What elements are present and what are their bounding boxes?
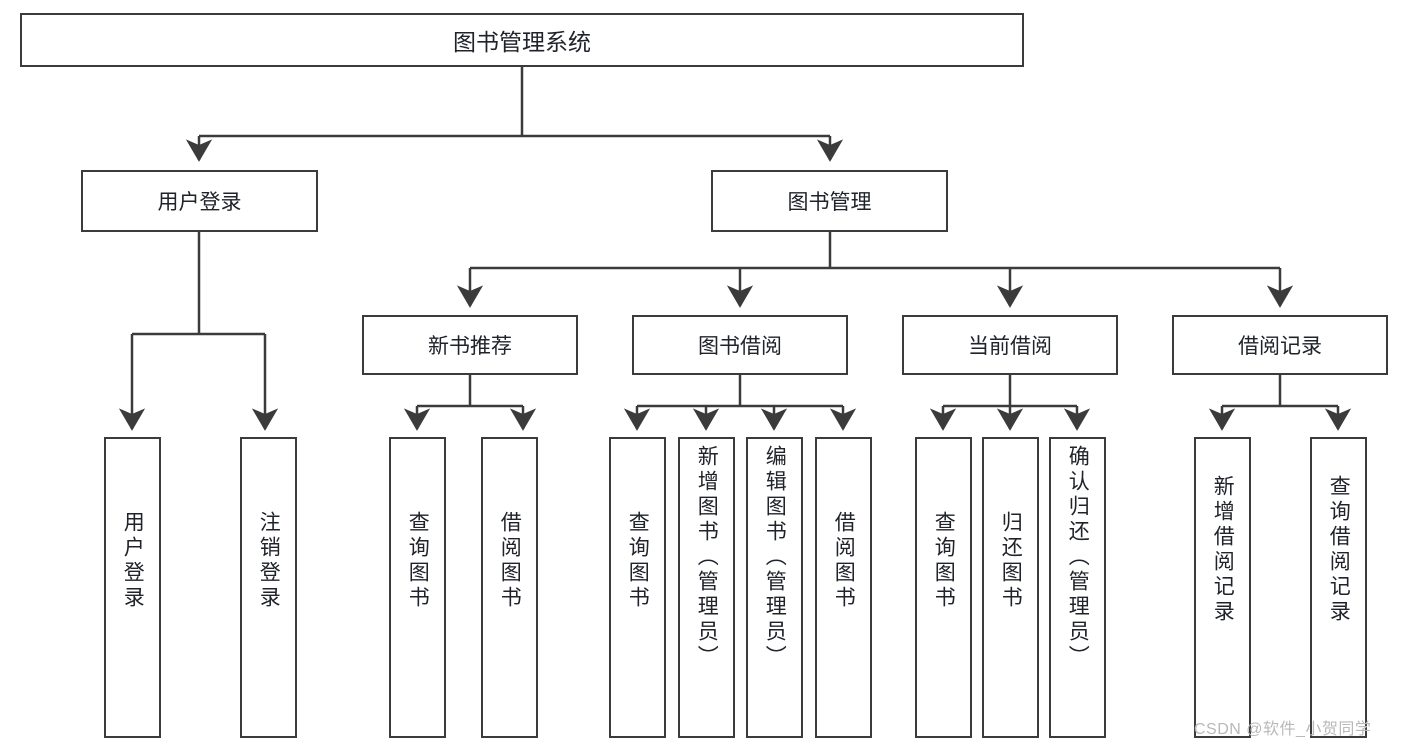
node-label: 新书推荐: [428, 335, 512, 358]
leaf-label: 借阅图书: [498, 511, 522, 611]
leaf-query-book-1[interactable]: 查询图书: [389, 437, 446, 738]
leaf-label: 确认归还（管理员）: [1066, 445, 1090, 670]
node-current-borrow[interactable]: 当前借阅: [902, 315, 1118, 375]
leaf-label: 查询图书: [626, 511, 650, 611]
leaf-logout[interactable]: 注销登录: [240, 437, 297, 738]
node-label: 图书管理: [787, 191, 872, 214]
leaf-label: 新增图书（管理员）: [695, 445, 719, 670]
leaf-return-book[interactable]: 归还图书: [982, 437, 1039, 738]
leaf-add-book-admin[interactable]: 新增图书（管理员）: [678, 437, 735, 738]
node-label: 借阅记录: [1238, 335, 1322, 358]
node-label: 当前借阅: [968, 335, 1052, 358]
node-label: 图书借阅: [698, 335, 782, 358]
leaf-label: 新增借阅记录: [1211, 475, 1235, 625]
leaf-edit-book-admin[interactable]: 编辑图书（管理员）: [746, 437, 803, 738]
leaf-label: 注销登录: [257, 511, 281, 611]
leaf-label: 借阅图书: [832, 511, 856, 611]
leaf-query-book-2[interactable]: 查询图书: [609, 437, 666, 738]
leaf-user-login[interactable]: 用户登录: [104, 437, 161, 738]
node-book-borrow[interactable]: 图书借阅: [632, 315, 848, 375]
node-book-management[interactable]: 图书管理: [711, 170, 948, 232]
leaf-label: 查询图书: [406, 511, 430, 611]
node-borrow-record[interactable]: 借阅记录: [1172, 315, 1388, 375]
leaf-borrow-book-2[interactable]: 借阅图书: [815, 437, 872, 738]
leaf-label: 用户登录: [121, 511, 145, 611]
node-root[interactable]: 图书管理系统: [20, 13, 1024, 67]
leaf-borrow-book-1[interactable]: 借阅图书: [481, 437, 538, 738]
node-user-login[interactable]: 用户登录: [81, 170, 318, 232]
node-new-book-recommend[interactable]: 新书推荐: [362, 315, 578, 375]
watermark: CSDN @软件_小贺同学: [1194, 721, 1372, 738]
leaf-label: 查询借阅记录: [1327, 475, 1351, 625]
leaf-label: 查询图书: [932, 511, 956, 611]
leaf-query-borrow-record[interactable]: 查询借阅记录: [1310, 437, 1367, 738]
leaf-add-borrow-record[interactable]: 新增借阅记录: [1194, 437, 1251, 738]
leaf-query-book-3[interactable]: 查询图书: [915, 437, 972, 738]
leaf-confirm-return-admin[interactable]: 确认归还（管理员）: [1049, 437, 1106, 738]
node-label: 图书管理系统: [453, 29, 591, 55]
leaf-label: 编辑图书（管理员）: [763, 445, 787, 670]
leaf-label: 归还图书: [999, 511, 1023, 611]
node-label: 用户登录: [157, 191, 242, 214]
